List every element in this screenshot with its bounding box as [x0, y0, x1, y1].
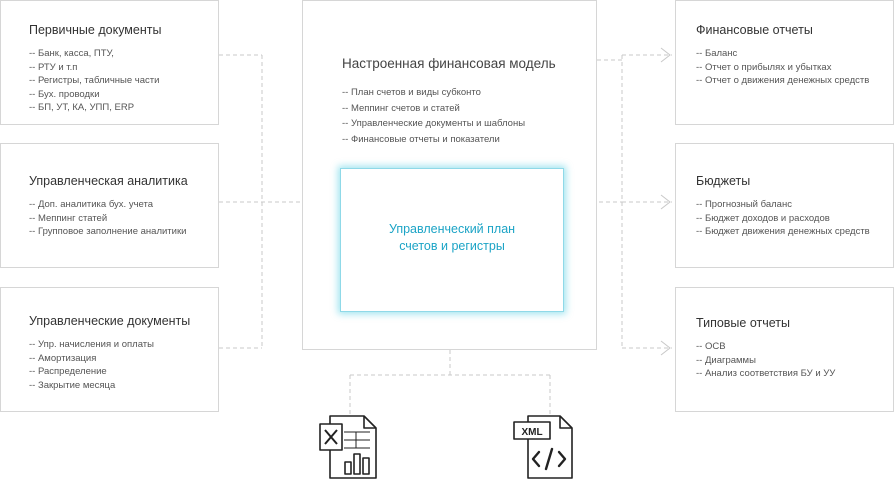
list-item: -- Диаграммы [696, 354, 756, 366]
list-item: -- Бюджет движения денежных средств [696, 226, 870, 238]
core-registers-box: Управленческий план счетов и регистры [340, 168, 564, 312]
list-item: -- Баланс [696, 48, 738, 59]
list-item: -- Бух. проводки [29, 88, 100, 100]
arrow-head [660, 340, 671, 356]
box-title: Управленческая аналитика [29, 174, 188, 188]
list-item: -- План счетов и виды субконто [342, 87, 481, 98]
list-item: -- Меппинг счетов и статей [342, 102, 460, 114]
list-item: -- Отчет о движения денежных средств [696, 75, 870, 87]
box-title: Финансовые отчеты [696, 23, 813, 37]
typical-reports-box: Типовые отчеты -- ОСВ -- Диаграммы -- Ан… [675, 287, 894, 412]
list-item: -- Отчет о прибылях и убытках [696, 61, 832, 73]
list-item: -- БП, УТ, КА, УПП, ERP [29, 102, 135, 114]
box-title: Типовые отчеты [696, 316, 791, 330]
list-item: -- Управленческие документы и шаблоны [342, 118, 526, 129]
excel-file-icon [319, 415, 377, 479]
list-item: -- РТУ и т.п [29, 61, 78, 73]
list-item: -- Меппинг статей [29, 212, 108, 224]
list-item: -- Банк, касса, ПТУ, [29, 48, 114, 59]
management-analytics-box: Управленческая аналитика -- Доп. аналити… [0, 143, 219, 268]
box-title: Бюджеты [696, 174, 751, 188]
box-title: Настроенная финансовая модель [342, 56, 556, 71]
budgets-box: Бюджеты -- Прогнозный баланс -- Бюджет д… [675, 143, 894, 268]
list-item: -- Доп. аналитика бух. учета [29, 199, 154, 210]
box-title: Управленческие документы [29, 314, 191, 328]
list-item: -- ОСВ [696, 341, 726, 352]
list-item: -- Групповое заполнение аналитики [29, 226, 187, 238]
list-item: -- Упр. начисления и оплаты [29, 339, 154, 350]
management-documents-box: Управленческие документы -- Упр. начисле… [0, 287, 219, 412]
list-item: -- Закрытие месяца [29, 379, 116, 391]
list-item: -- Прогнозный баланс [696, 199, 792, 210]
primary-documents-box: Первичные документы -- Банк, касса, ПТУ,… [0, 0, 219, 125]
xml-file-icon: XML [513, 415, 573, 479]
list-item: -- Амортизация [29, 352, 97, 364]
list-item: -- Финансовые отчеты и показатели [342, 133, 500, 145]
financial-reports-box: Финансовые отчеты -- Баланс -- Отчет о п… [675, 0, 894, 125]
xml-label: XML [521, 427, 542, 438]
arrow-head [660, 194, 671, 210]
list-item: -- Анализ соответствия БУ и УУ [696, 368, 836, 380]
core-title-line: счетов и регистры [399, 239, 505, 253]
list-item: -- Распределение [29, 366, 107, 378]
arrow-head [660, 47, 671, 63]
list-item: -- Регистры, табличные части [29, 75, 160, 87]
core-title-line: Управленческий план [388, 222, 516, 236]
list-item: -- Бюджет доходов и расходов [696, 212, 830, 224]
box-title: Первичные документы [29, 23, 162, 37]
